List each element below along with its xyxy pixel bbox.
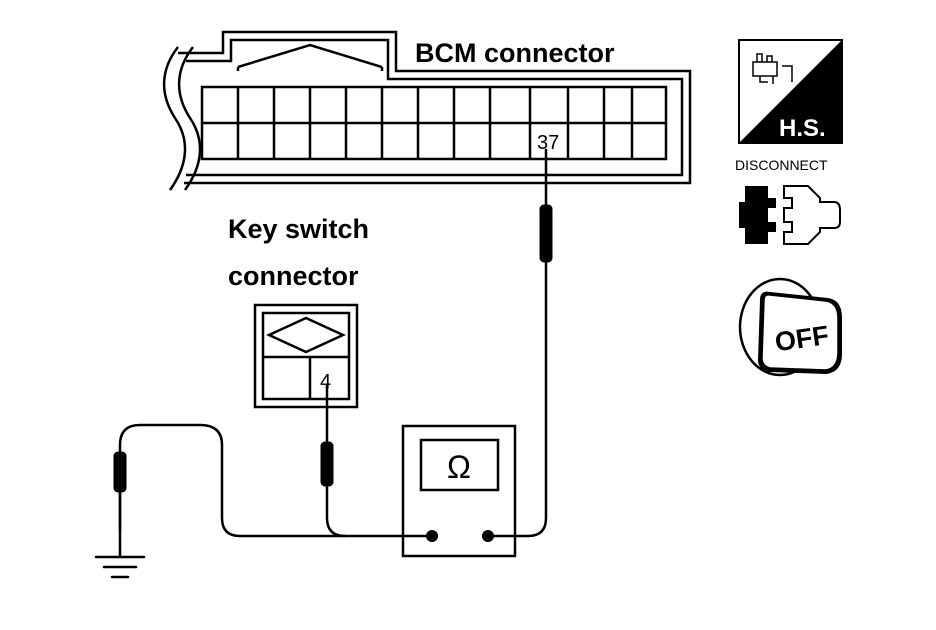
key-switch-label-line2: connector <box>228 261 359 291</box>
bcm-connector <box>178 30 692 185</box>
key-switch-label-line1: Key switch <box>228 214 369 244</box>
ohmmeter <box>401 424 517 558</box>
wiring <box>94 148 548 579</box>
ground-probe <box>113 451 127 493</box>
hand-and-hot-swap-icon: H.S. <box>738 39 843 144</box>
ohm-symbol: Ω <box>447 449 471 485</box>
key-switch-pin-number: 4 <box>320 371 331 393</box>
key-switch-probe <box>320 441 334 487</box>
connector-break-marks <box>162 46 202 191</box>
disconnect-label: DISCONNECT <box>735 157 828 173</box>
probe-handles <box>113 204 553 493</box>
bcm-probe <box>539 204 553 263</box>
meter-terminal-positive <box>482 530 494 542</box>
meter-terminal-negative <box>426 530 438 542</box>
key-switch-connector <box>253 303 359 409</box>
disconnect-connector-icon <box>739 185 841 245</box>
bcm-connector-label: BCM connector <box>415 38 615 68</box>
hs-label: H.S. <box>779 115 826 142</box>
bcm-pin-number: 37 <box>537 132 559 154</box>
off-label: OFF <box>773 320 831 357</box>
ignition-key-off-icon: OFF <box>738 277 842 377</box>
